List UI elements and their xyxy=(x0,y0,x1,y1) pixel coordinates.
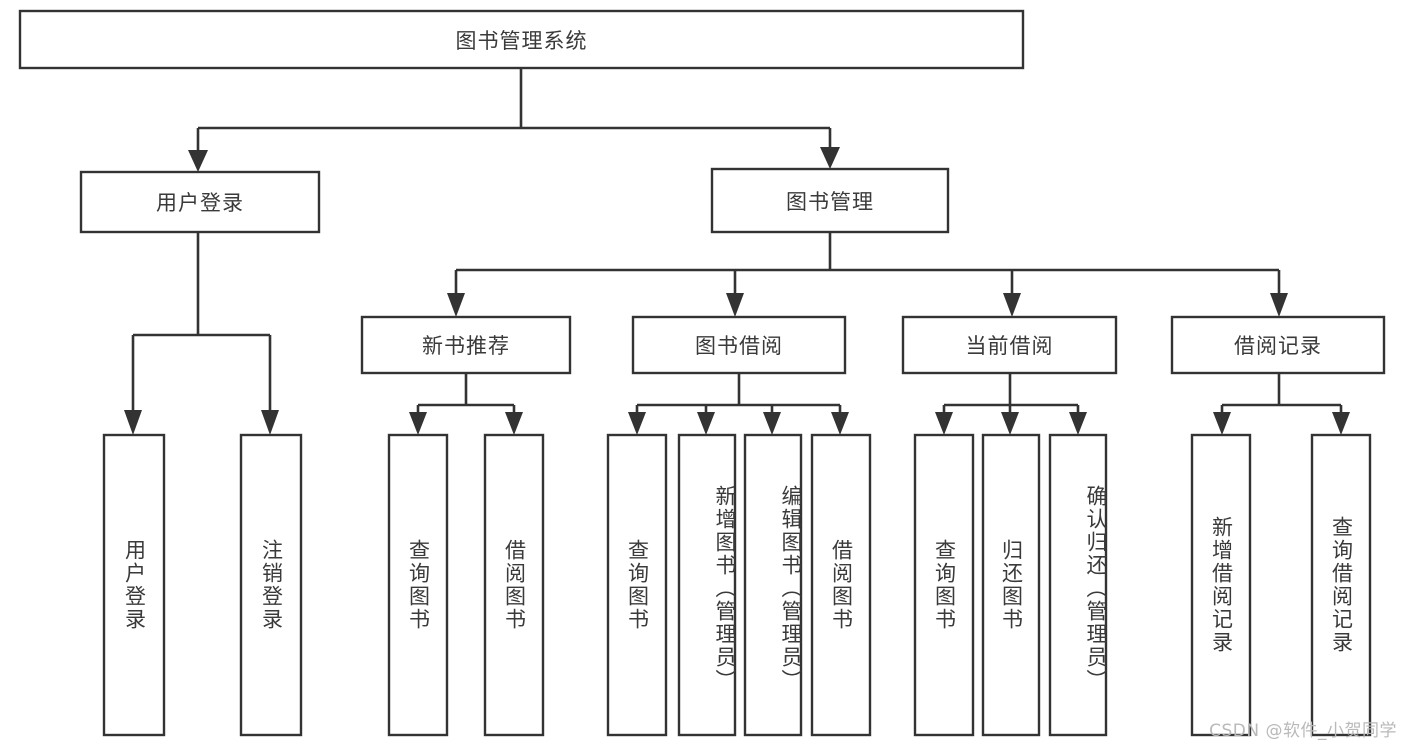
arrow-head-bookborrow-1 xyxy=(628,412,646,435)
arrow-head-bookmanage-2 xyxy=(726,293,744,317)
connector-group-new-book xyxy=(409,373,523,435)
node-box-leaf-current-borrow-2[interactable] xyxy=(1048,433,1108,737)
node-box-leaf-new-book-0[interactable] xyxy=(387,433,449,737)
arrow-head-bookborrow-2 xyxy=(697,412,715,435)
node-box-leaf-book-borrow-0[interactable] xyxy=(606,433,668,737)
arrow-head-currentborrow-1 xyxy=(935,412,953,435)
arrow-head-borrowrecord-2 xyxy=(1332,412,1350,435)
arrow-head-borrowrecord-1 xyxy=(1213,412,1231,435)
node-box-leaf-book-borrow-1[interactable] xyxy=(677,433,737,737)
arrow-head-bookmanage-3 xyxy=(1003,293,1021,317)
node-box-leaf-current-borrow-1[interactable] xyxy=(981,433,1041,737)
arrow-head-userlogin-1 xyxy=(124,410,142,435)
connector-group-book-manage xyxy=(447,232,1288,317)
node-box-book-borrow[interactable] xyxy=(631,315,847,375)
arrow-head-root-1 xyxy=(188,150,208,172)
node-box-leaf-new-book-1[interactable] xyxy=(483,433,545,737)
node-box-leaf-current-borrow-0[interactable] xyxy=(913,433,975,737)
node-box-leaf-borrow-record-0[interactable] xyxy=(1190,433,1252,737)
node-box-user-login[interactable] xyxy=(79,170,321,234)
arrow-head-root-2 xyxy=(820,147,840,169)
connector-group-root xyxy=(188,68,840,172)
node-box-leaf-borrow-record-1[interactable] xyxy=(1310,433,1372,737)
connector-group-borrow-record xyxy=(1213,373,1350,435)
arrow-head-userlogin-2 xyxy=(261,410,279,435)
connector-group-current-borrow xyxy=(935,373,1087,435)
arrow-head-bookborrow-3 xyxy=(763,412,781,435)
node-box-new-book[interactable] xyxy=(360,315,572,375)
node-box-root[interactable] xyxy=(18,9,1025,70)
arrow-head-newbook-1 xyxy=(409,412,427,435)
connector-group-book-borrow xyxy=(628,373,849,435)
node-box-borrow-record[interactable] xyxy=(1170,315,1386,375)
node-box-leaf-book-borrow-2[interactable] xyxy=(743,433,803,737)
arrow-head-newbook-2 xyxy=(505,412,523,435)
connector-group-user-login xyxy=(124,232,279,435)
arrow-head-currentborrow-3 xyxy=(1069,412,1087,435)
node-box-leaf-user-login-1[interactable] xyxy=(239,433,303,737)
node-box-book-manage[interactable] xyxy=(710,167,950,234)
node-box-leaf-user-login-0[interactable] xyxy=(102,433,166,737)
arrow-head-bookmanage-4 xyxy=(1270,293,1288,317)
arrow-head-bookmanage-1 xyxy=(447,293,465,317)
node-box-current-borrow[interactable] xyxy=(901,315,1118,375)
arrow-head-currentborrow-2 xyxy=(1001,412,1019,435)
arrow-head-bookborrow-4 xyxy=(831,412,849,435)
watermark-text: CSDN @软件_小贺同学 xyxy=(1209,721,1397,741)
node-box-leaf-book-borrow-3[interactable] xyxy=(810,433,872,737)
